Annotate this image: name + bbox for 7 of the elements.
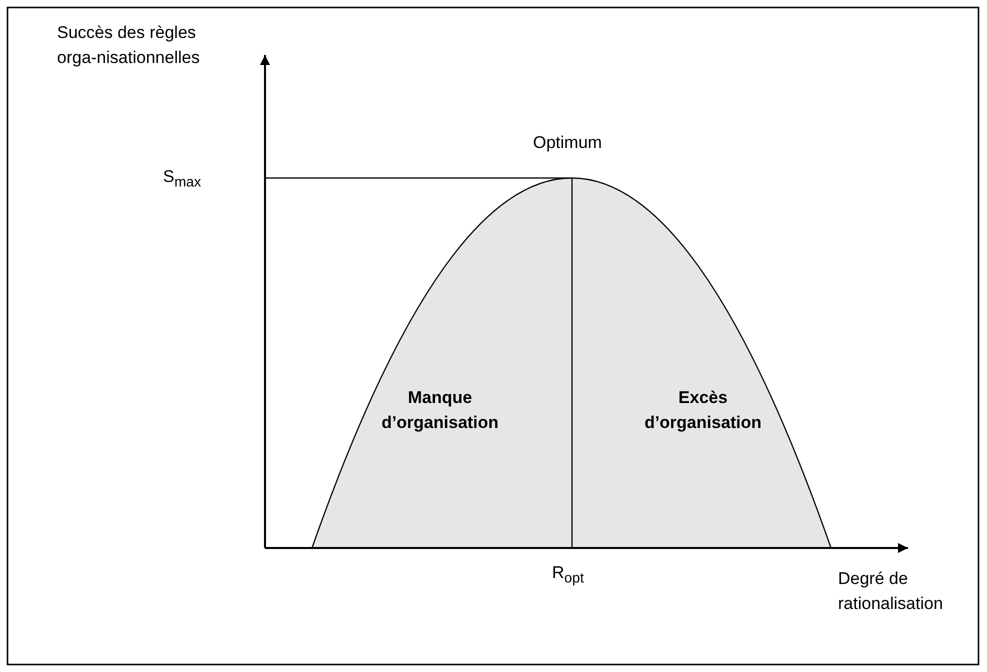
region-label: Manque d’organisation (380, 387, 500, 434)
region-label: Excès d’organisation (643, 387, 763, 434)
axis-title: Degré de rationalisation (838, 568, 944, 615)
tick-label: R$_{opt}$ (552, 562, 585, 588)
tick-label: S$_{max}$ (163, 166, 202, 192)
curve-label: Optimum (533, 132, 603, 154)
axis-title: Succès des règles orga-nisationnelles (57, 22, 201, 69)
